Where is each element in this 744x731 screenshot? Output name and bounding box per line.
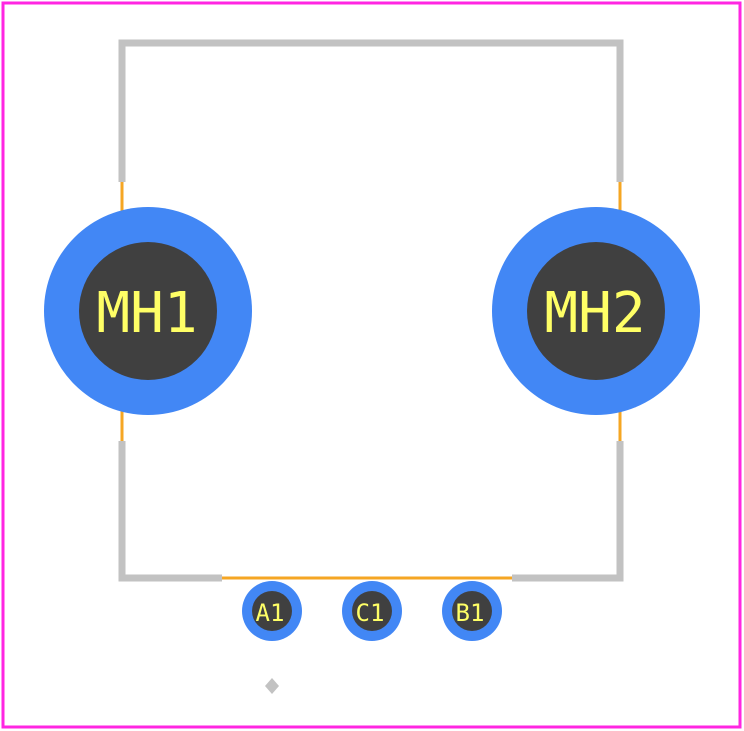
mh2-drill (527, 242, 665, 380)
mh2-label: MH2 (544, 281, 645, 346)
pin-a1[interactable]: A1 (242, 581, 302, 641)
mh1-drill (79, 242, 217, 380)
silkscreen-outline (118, 39, 624, 582)
diamond-icon (265, 678, 279, 694)
pin-b1[interactable]: B1 (442, 581, 502, 641)
fab-outline (120, 180, 622, 580)
c1-drill (352, 591, 392, 631)
a1-label: A1 (256, 599, 285, 627)
pin-c1[interactable]: C1 (342, 581, 402, 641)
mounting-hole-mh1[interactable]: MH1 (44, 207, 252, 415)
b1-drill (452, 591, 492, 631)
silk-top (118, 39, 624, 182)
mh1-label: MH1 (96, 281, 197, 346)
b1-label: B1 (456, 599, 485, 627)
a1-drill (252, 591, 292, 631)
silk-bottom-left (118, 441, 222, 582)
c1-label: C1 (356, 599, 385, 627)
silk-bottom-right (512, 441, 624, 582)
mounting-hole-mh2[interactable]: MH2 (492, 207, 700, 415)
